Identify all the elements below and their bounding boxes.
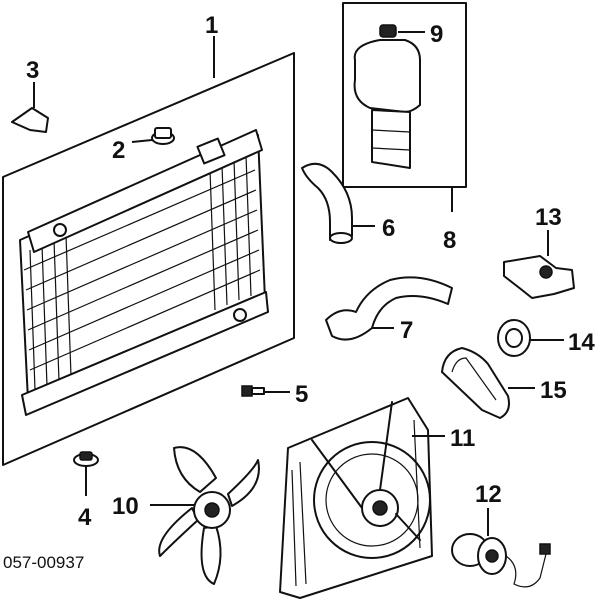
fan-motor (451, 508, 551, 588)
callout-13: 13 (535, 204, 562, 231)
radiator-panel (2, 52, 295, 466)
pulley (497, 319, 564, 357)
callout-12: 12 (475, 481, 502, 508)
callout-9: 9 (430, 21, 443, 48)
callout-6: 6 (382, 215, 395, 242)
diagram-code: 057-00937 (3, 553, 84, 572)
callout-15: 15 (540, 377, 567, 404)
thermostat-housing (503, 230, 575, 299)
lower-hose (325, 276, 453, 341)
callout-8: 8 (443, 227, 456, 254)
belt (441, 347, 535, 419)
callout-5: 5 (295, 381, 308, 408)
fan-blade (150, 446, 260, 585)
upper-hose (301, 162, 375, 244)
drain-plug (241, 385, 290, 397)
callout-10: 10 (112, 493, 139, 520)
callout-4: 4 (78, 504, 92, 531)
reservoir-tank (353, 24, 421, 169)
callout-2: 2 (112, 137, 125, 164)
callout-14: 14 (568, 329, 595, 356)
mounting-bracket (11, 82, 49, 133)
callout-3: 3 (26, 57, 39, 84)
fan-shroud (279, 397, 445, 599)
callout-11: 11 (450, 425, 475, 452)
radiator-core (19, 129, 269, 416)
reservoir-box (342, 2, 467, 188)
radiator-cap (131, 127, 175, 145)
callout-1: 1 (205, 12, 218, 39)
callout-7: 7 (400, 317, 413, 344)
lower-mount (73, 451, 99, 496)
